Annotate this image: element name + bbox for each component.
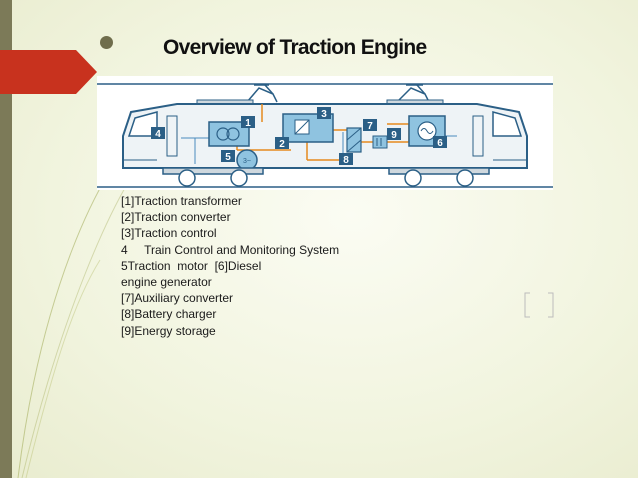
locomotive-diagram: 3~ 1 2 3 4 5 6 7 8 9	[97, 76, 553, 190]
legend-line: [2]Traction converter	[121, 210, 231, 225]
legend-line: [1]Traction transformer	[121, 194, 242, 208]
legend-line: 4 Train Control and Monitoring System	[121, 242, 340, 257]
pantograph-front	[246, 84, 278, 103]
marker-6: 6	[433, 136, 447, 149]
svg-text:1: 1	[245, 118, 251, 129]
legend-line: [7]Auxiliary converter	[121, 291, 234, 306]
component-energy-storage	[372, 135, 388, 149]
bogie-front	[162, 167, 264, 187]
svg-text:8: 8	[343, 155, 349, 166]
legend-line: [9]Energy storage	[121, 323, 216, 338]
marker-7: 7	[363, 119, 377, 132]
legend-line: [3]Traction control	[121, 226, 217, 241]
title-bullet	[100, 36, 113, 49]
empty-bracket-placeholder	[524, 292, 554, 318]
marker-9: 9	[387, 128, 401, 141]
component-traction-motor: 3~	[236, 149, 258, 171]
marker-3: 3	[317, 107, 331, 120]
svg-text:9: 9	[391, 130, 397, 141]
motor-symbol: 3~	[243, 158, 251, 165]
component-legend: [1]Traction transformer [2]Traction conv…	[121, 193, 421, 339]
pantograph-rear	[396, 84, 430, 103]
bogie-rear	[388, 167, 490, 187]
left-accent-bar	[0, 0, 12, 478]
component-battery-charger	[346, 127, 362, 153]
svg-text:5: 5	[225, 152, 231, 163]
slide-title: Overview of Traction Engine	[163, 36, 427, 59]
marker-8: 8	[339, 153, 353, 166]
svg-text:7: 7	[367, 121, 373, 132]
svg-text:2: 2	[279, 139, 285, 150]
component-traction-converter	[282, 113, 334, 143]
legend-line: engine generator	[121, 275, 212, 290]
marker-1: 1	[241, 116, 255, 129]
red-arrow-shape	[0, 50, 97, 94]
legend-line: [8]Battery charger	[121, 307, 217, 322]
marker-5: 5	[221, 150, 235, 163]
legend-line: 5Traction motor [6]Diesel	[121, 258, 262, 273]
svg-text:3: 3	[321, 109, 327, 120]
svg-text:4: 4	[155, 129, 161, 140]
marker-2: 2	[275, 137, 289, 150]
marker-4: 4	[151, 127, 165, 140]
svg-text:6: 6	[437, 138, 443, 149]
